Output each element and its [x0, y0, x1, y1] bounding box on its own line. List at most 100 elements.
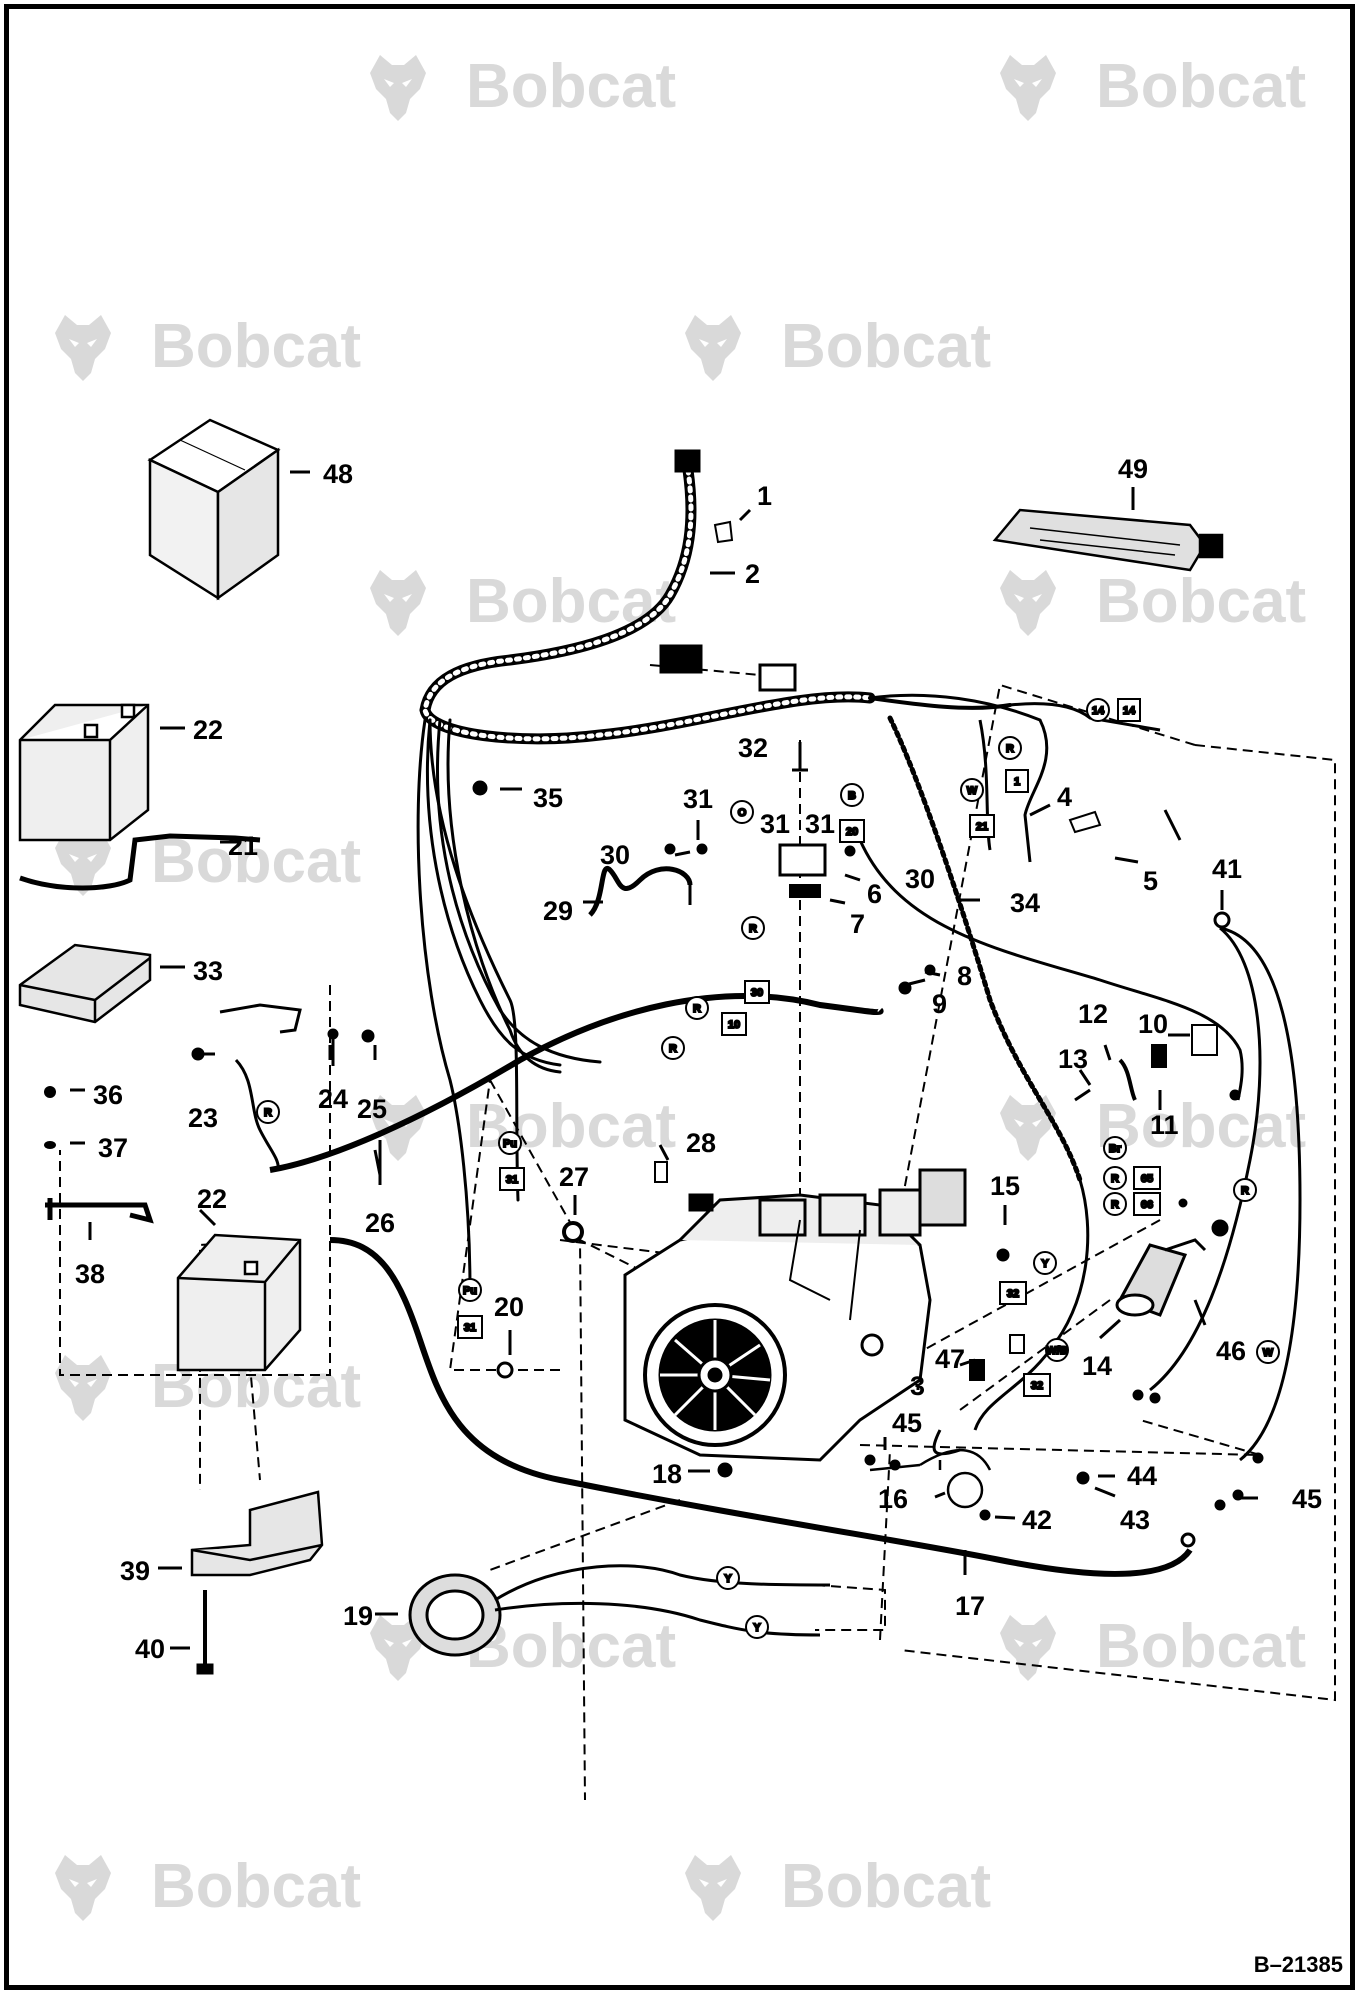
wire-tag: R — [1103, 1166, 1127, 1190]
wire-tag: 20 — [839, 819, 865, 843]
svg-text:R: R — [1111, 1173, 1119, 1185]
wire-tag: Y — [745, 1615, 769, 1639]
watermark-text: Bobcat — [151, 1852, 361, 1921]
bobcat-head-icon — [370, 570, 426, 636]
callout-9: 9 — [932, 989, 947, 1019]
main-wire-harness — [416, 449, 1092, 1292]
wire-tag: R — [1103, 1192, 1127, 1216]
part-21-hold-down-rod — [19, 833, 261, 891]
callout-22a: 22 — [193, 715, 223, 745]
wire-tags: 14 14 R 1 W 21 B 20 O R 30 10 R R R Pu 3… — [256, 698, 1280, 1639]
wire-tag: 66 — [1133, 1192, 1161, 1216]
watermark-text: Bobcat — [466, 1092, 676, 1161]
wire-tag: 21 — [969, 814, 995, 838]
bobcat-head-icon — [55, 315, 111, 381]
svg-text:O: O — [738, 807, 747, 819]
callout-29: 29 — [543, 896, 573, 926]
part-48-box — [147, 418, 281, 601]
callout-28: 28 — [686, 1128, 716, 1158]
callout-27: 27 — [559, 1162, 589, 1192]
wire-tag: R — [998, 736, 1022, 760]
svg-text:R: R — [1111, 1199, 1119, 1211]
battery-strap — [219, 1003, 302, 1034]
callout-43: 43 — [1120, 1505, 1150, 1535]
callout-35: 35 — [533, 783, 563, 813]
watermark: Bobcat — [370, 1612, 676, 1681]
callout-8: 8 — [957, 961, 972, 991]
callout-17: 17 — [955, 1591, 985, 1621]
watermark: Bobcat — [370, 52, 676, 121]
callout-11: 11 — [1150, 1110, 1179, 1140]
svg-text:32: 32 — [1007, 1288, 1019, 1300]
svg-text:R: R — [264, 1107, 272, 1119]
part-49-tube — [992, 508, 1224, 572]
callout-5: 5 — [1143, 866, 1158, 896]
svg-text:Y: Y — [724, 1573, 732, 1585]
callout-18: 18 — [652, 1459, 682, 1489]
watermark: Bobcat — [1000, 52, 1306, 121]
wire-tag: 32 — [999, 1281, 1027, 1305]
watermark-text: Bobcat — [781, 1852, 991, 1921]
wire-tag: W/B — [1045, 1338, 1069, 1362]
watermark-text: Bobcat — [1096, 52, 1306, 121]
diagram-frame — [4, 4, 1355, 1990]
svg-text:10: 10 — [728, 1019, 740, 1031]
bobcat-head-icon — [1000, 1095, 1056, 1161]
svg-text:W: W — [967, 785, 978, 797]
part-3-engine — [623, 1168, 967, 1462]
callout-48: 48 — [323, 459, 353, 489]
callout-30b: 30 — [905, 864, 935, 894]
callout-40: 40 — [135, 1634, 165, 1664]
watermark: Bobcat — [55, 312, 361, 381]
callout-45b: 45 — [1292, 1484, 1322, 1514]
callout-34: 34 — [1010, 888, 1040, 918]
svg-text:Y: Y — [1041, 1258, 1049, 1270]
wire-tag: 14 — [1086, 698, 1110, 722]
callout-41: 41 — [1212, 854, 1242, 884]
svg-text:R: R — [669, 1043, 677, 1055]
svg-text:32: 32 — [1031, 1380, 1043, 1392]
watermark: Bobcat — [1000, 567, 1306, 636]
part-26-battery-cable — [269, 993, 884, 1173]
svg-text:65: 65 — [1141, 1173, 1153, 1185]
svg-text:21: 21 — [976, 821, 988, 833]
callout-45a: 45 — [892, 1408, 922, 1438]
callout-7: 7 — [850, 909, 865, 939]
callout-10: 10 — [1138, 1009, 1168, 1039]
svg-text:Y: Y — [753, 1622, 761, 1634]
svg-text:14: 14 — [1123, 705, 1136, 717]
callout-4: 4 — [1057, 782, 1072, 812]
watermark-text: Bobcat — [151, 312, 361, 381]
callout-22b: 22 — [197, 1184, 227, 1214]
wire-tag: W — [960, 778, 984, 802]
watermark-text: Bobcat — [466, 52, 676, 121]
cable-to-23 — [234, 1058, 280, 1171]
svg-text:Br: Br — [1109, 1143, 1122, 1155]
callout-12: 12 — [1078, 999, 1108, 1029]
svg-text:W: W — [1263, 1347, 1274, 1359]
wire-tag: Y — [716, 1566, 740, 1590]
bobcat-head-icon — [1000, 55, 1056, 121]
watermark: Bobcat — [370, 1092, 676, 1161]
svg-text:R: R — [693, 1003, 701, 1015]
watermark: Bobcat — [685, 312, 991, 381]
svg-text:14: 14 — [1092, 705, 1105, 717]
watermark-text: Bobcat — [1096, 567, 1306, 636]
svg-text:31: 31 — [506, 1174, 518, 1186]
wire-tag: Br — [1103, 1136, 1127, 1160]
wire-tag: 14 — [1117, 698, 1141, 722]
callout-labels: 1 2 3 4 5 6 7 8 9 10 11 12 13 14 15 16 1… — [75, 454, 1322, 1664]
watermark-text: Bobcat — [781, 312, 991, 381]
wire-tag: R — [1233, 1178, 1257, 1202]
small-parts — [472, 520, 1264, 1548]
callout-31c: 31 — [805, 809, 835, 839]
wire-tag: 30 — [744, 980, 770, 1004]
callout-23: 23 — [188, 1103, 218, 1133]
svg-text:R: R — [749, 923, 757, 935]
watermark-layer: Bobcat Bobcat Bobcat Bobcat Bobcat Bobca… — [55, 52, 1306, 1921]
svg-text:20: 20 — [846, 826, 858, 838]
callout-31a: 31 — [683, 784, 713, 814]
bobcat-head-icon — [370, 55, 426, 121]
callout-39: 39 — [120, 1556, 150, 1586]
watermark: Bobcat — [1000, 1092, 1306, 1161]
